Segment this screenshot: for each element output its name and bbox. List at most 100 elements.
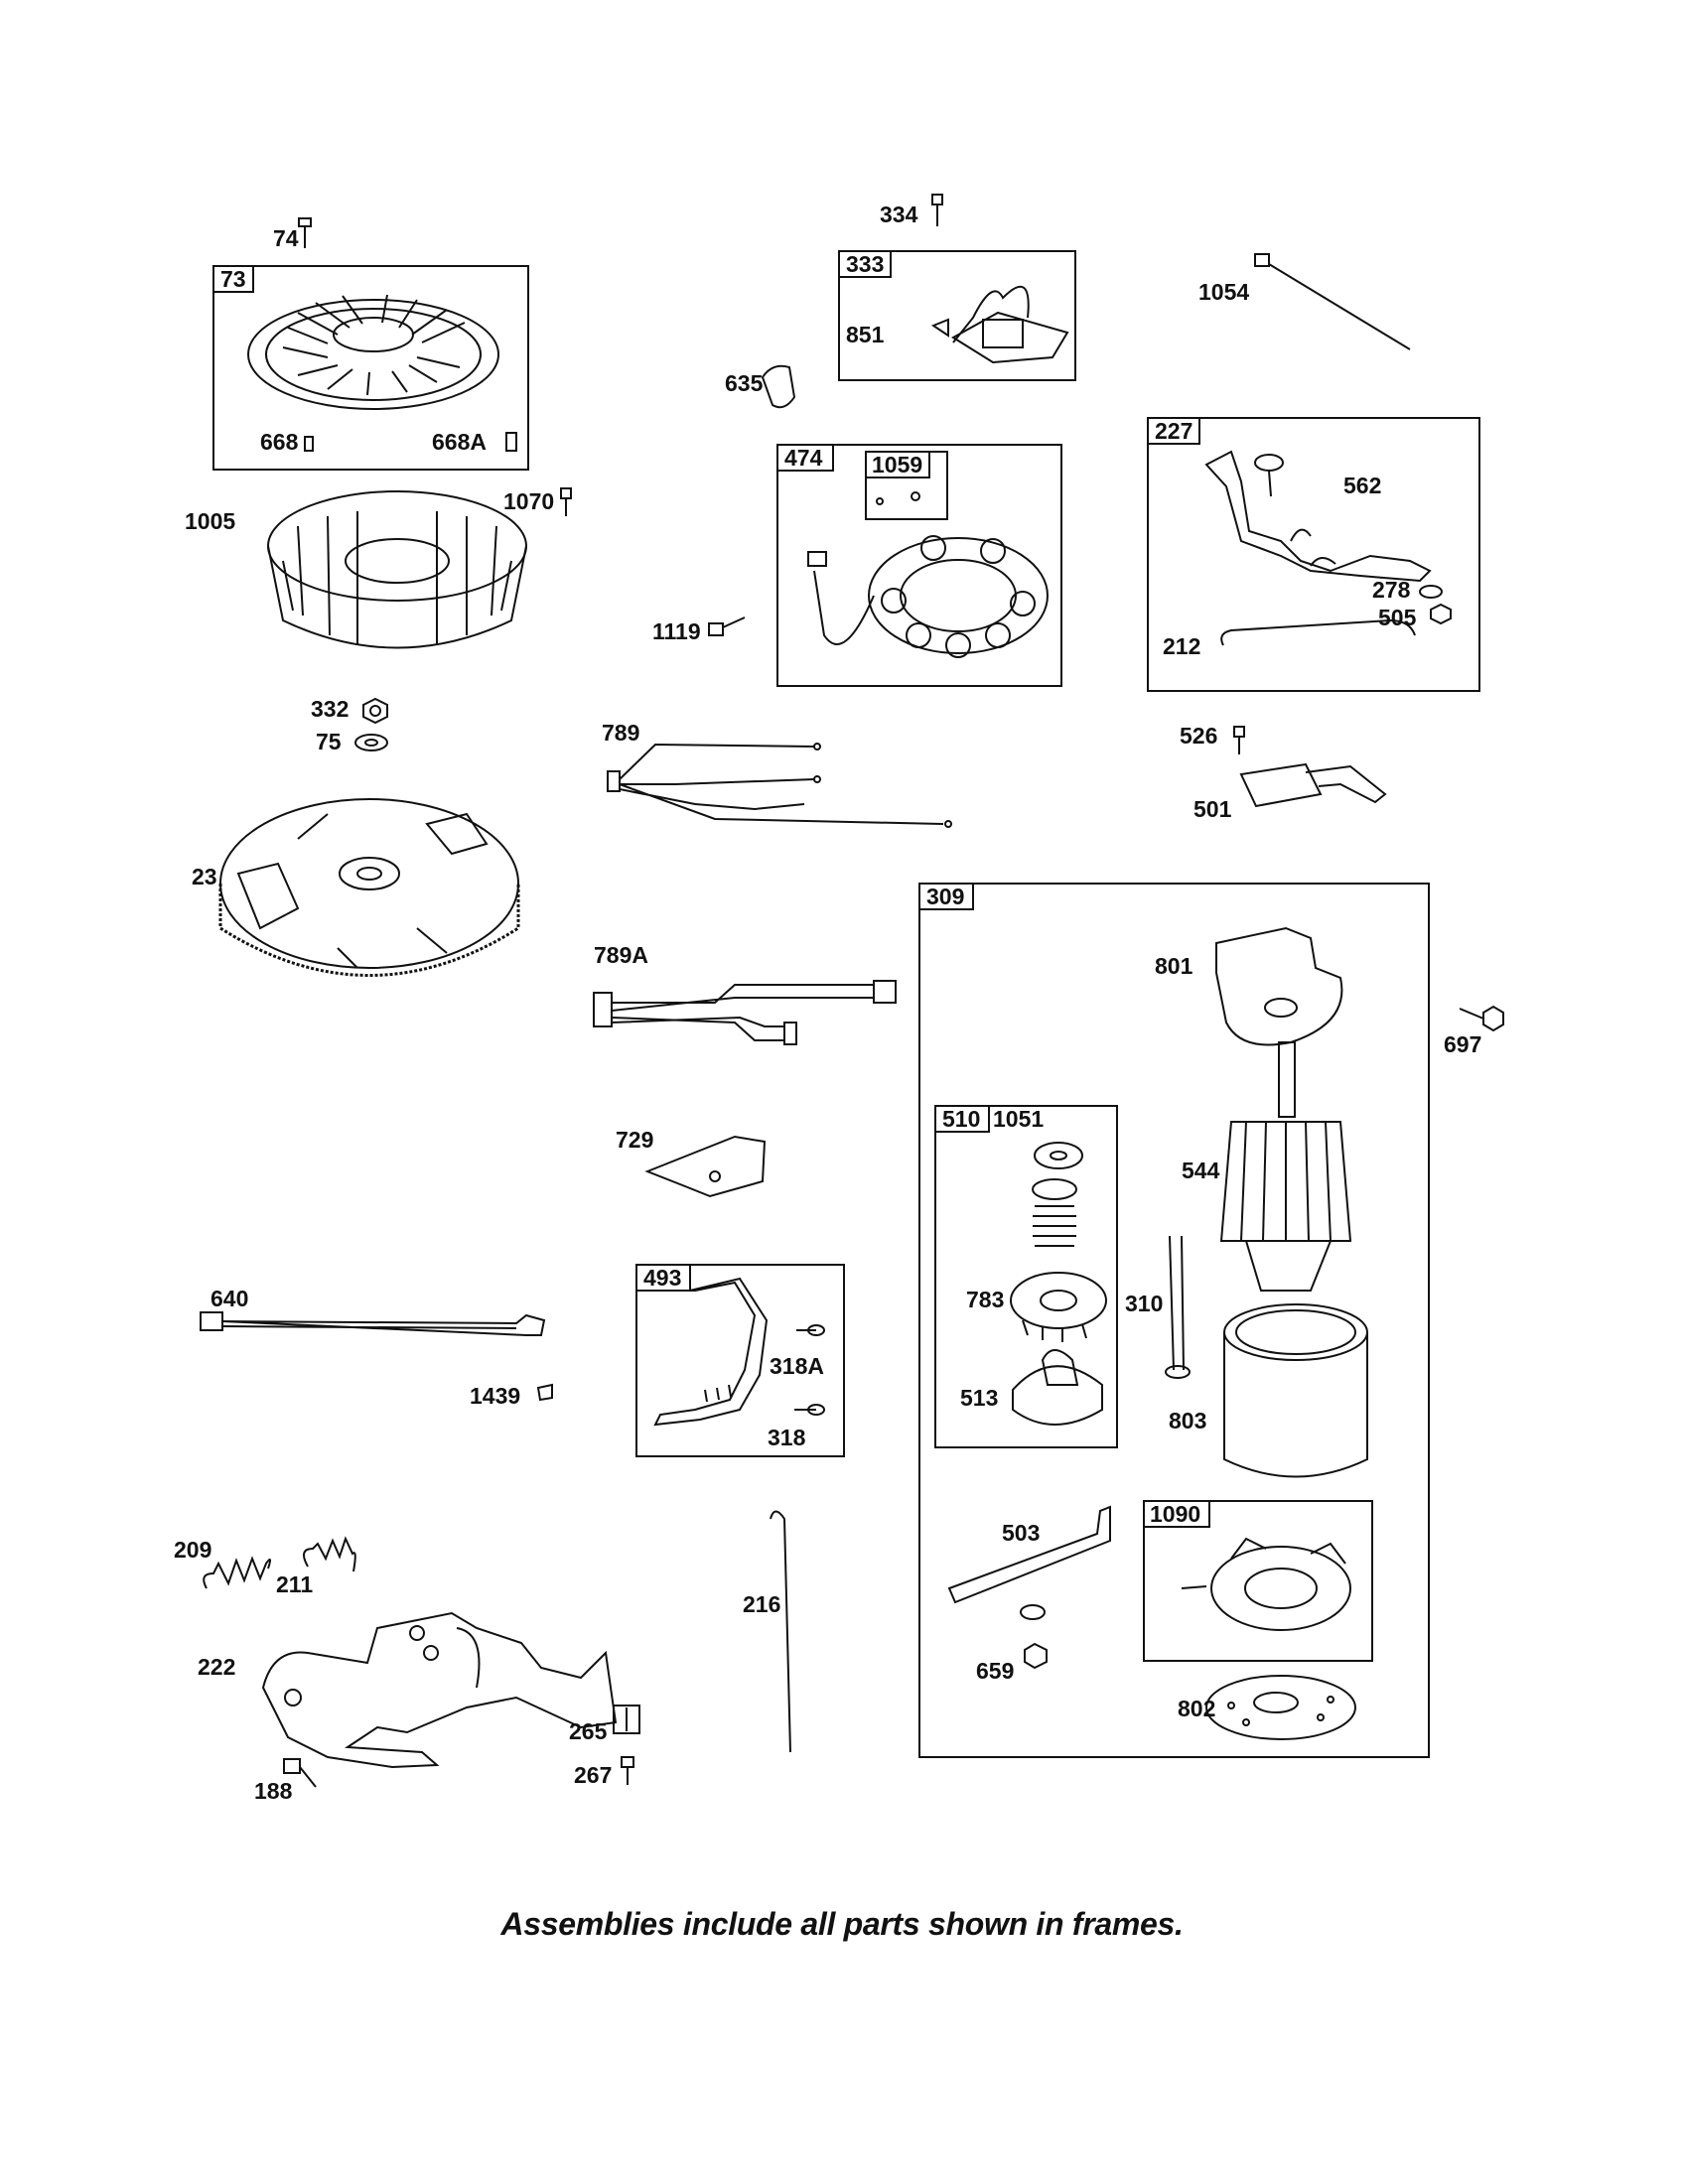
- brush-holder-drawing: [1181, 1537, 1351, 1631]
- motor-housing-drawing: [1223, 1303, 1368, 1478]
- frame-labels: 73 333 474 1059 227 309 510 493 1090: [220, 251, 1200, 1527]
- part-label-334: 334: [880, 202, 918, 227]
- part-label-222: 222: [198, 1654, 235, 1680]
- part-label-697: 697: [1444, 1031, 1481, 1057]
- frame-label-493: 493: [643, 1265, 681, 1291]
- part-label-1054: 1054: [1198, 279, 1249, 305]
- part-label-851: 851: [846, 322, 885, 347]
- blower-housing-drawing: [247, 294, 517, 452]
- part-label-23: 23: [192, 864, 217, 889]
- starter-drive-drawing: [1010, 1142, 1107, 1426]
- frame-1059: [865, 451, 948, 520]
- part-label-212: 212: [1163, 633, 1200, 659]
- screws-318-drawing: [794, 1324, 825, 1416]
- part-label-526: 526: [1180, 723, 1217, 749]
- frame-333: [838, 250, 1076, 381]
- governor-bracket-drawing: [261, 1611, 618, 1769]
- part-label-265: 265: [569, 1718, 608, 1744]
- frame-493: [635, 1264, 845, 1457]
- part-label-505: 505: [1378, 605, 1417, 630]
- gasket-drawing: [644, 1135, 767, 1198]
- part-label-503: 503: [1002, 1520, 1040, 1546]
- part-label-188: 188: [254, 1778, 293, 1804]
- part-label-75: 75: [316, 729, 342, 754]
- screw-334-drawing: [931, 194, 943, 226]
- part-label-659: 659: [976, 1658, 1014, 1684]
- part-label-1070: 1070: [503, 488, 554, 514]
- part-label-1051: 1051: [993, 1106, 1044, 1132]
- part-label-501: 501: [1193, 796, 1232, 822]
- part-label-562: 562: [1343, 473, 1381, 498]
- part-label-668A: 668A: [432, 429, 487, 455]
- screw-188-drawing: [283, 1758, 317, 1788]
- frame-label-1059: 1059: [872, 452, 922, 478]
- clip-screw-drawing: [613, 1705, 640, 1785]
- frame-label-333: 333: [846, 251, 884, 277]
- part-label-211: 211: [276, 1571, 313, 1597]
- part-label-640: 640: [210, 1286, 248, 1311]
- bracket-227-drawing: [1204, 450, 1452, 646]
- harness-789A-drawing: [593, 980, 897, 1045]
- frame-474: [776, 444, 1062, 687]
- part-label-1005: 1005: [185, 508, 235, 534]
- frame-73: [212, 265, 529, 471]
- part-label-729: 729: [616, 1127, 653, 1153]
- part-label-1439: 1439: [470, 1383, 520, 1409]
- part-label-802: 802: [1178, 1696, 1215, 1721]
- bracket-493-drawing: [653, 1277, 769, 1427]
- part-label-635: 635: [725, 370, 764, 396]
- end-plate-802-drawing: [1205, 1675, 1356, 1740]
- flywheel-drawing: [218, 798, 520, 977]
- part-label-803: 803: [1169, 1408, 1206, 1433]
- frame-510: [934, 1105, 1118, 1448]
- screw-1439-drawing: [536, 1383, 553, 1402]
- part-label-544: 544: [1182, 1158, 1220, 1183]
- screw-74-drawing: [298, 217, 312, 248]
- cable-tie-drawing: [1254, 253, 1411, 350]
- part-label-789A: 789A: [594, 942, 648, 968]
- part-labels: 74 668 668A 1005 1070 332 75 23 334 851 …: [174, 202, 1481, 1804]
- nut-washer-drawing: [354, 697, 388, 751]
- part-label-310: 310: [1125, 1291, 1163, 1316]
- harness-789-drawing: [607, 743, 952, 828]
- washer-nut-659-drawing: [1020, 1604, 1048, 1670]
- frame-label-510: 510: [942, 1106, 980, 1132]
- part-label-74: 74: [273, 225, 299, 251]
- spark-boot-drawing: [761, 364, 796, 409]
- part-label-216: 216: [743, 1591, 780, 1617]
- frame-label-309: 309: [926, 884, 964, 909]
- part-label-789: 789: [602, 720, 639, 746]
- armature-drawing: [1219, 1041, 1352, 1292]
- part-label-267: 267: [574, 1762, 612, 1788]
- frame-label-227: 227: [1155, 418, 1193, 444]
- part-label-513: 513: [960, 1385, 998, 1411]
- regulator-drawing: [1233, 726, 1387, 808]
- part-label-801: 801: [1155, 953, 1193, 979]
- part-label-209: 209: [174, 1537, 211, 1563]
- link-rod-drawing: [770, 1510, 791, 1753]
- part-label-1119: 1119: [652, 618, 701, 644]
- springs-drawing: [203, 1536, 356, 1589]
- wire-640-drawing: [200, 1311, 546, 1336]
- part-label-783: 783: [966, 1287, 1004, 1312]
- assemblies-caption: Assemblies include all parts shown in fr…: [500, 1906, 1184, 1942]
- through-bolt-drawing: [1165, 1235, 1191, 1379]
- part-label-318A: 318A: [770, 1353, 824, 1379]
- part-label-332: 332: [311, 696, 349, 722]
- frame-1090: [1143, 1500, 1373, 1662]
- frame-label-1090: 1090: [1150, 1501, 1200, 1527]
- strap-drawing: [947, 1505, 1111, 1604]
- frame-label-73: 73: [220, 266, 246, 292]
- fan-drawing: [267, 487, 572, 649]
- part-label-318: 318: [768, 1425, 806, 1450]
- alternator-drawing: [807, 491, 1049, 658]
- screw-1119-drawing: [708, 616, 746, 636]
- ignition-module-drawing: [930, 285, 1069, 364]
- end-bracket-801-drawing: [1215, 926, 1343, 1046]
- frame-227: [1147, 417, 1480, 692]
- frame-label-474: 474: [784, 445, 823, 471]
- part-label-668: 668: [260, 429, 299, 455]
- part-label-278: 278: [1372, 577, 1411, 603]
- frame-309: [918, 883, 1430, 1758]
